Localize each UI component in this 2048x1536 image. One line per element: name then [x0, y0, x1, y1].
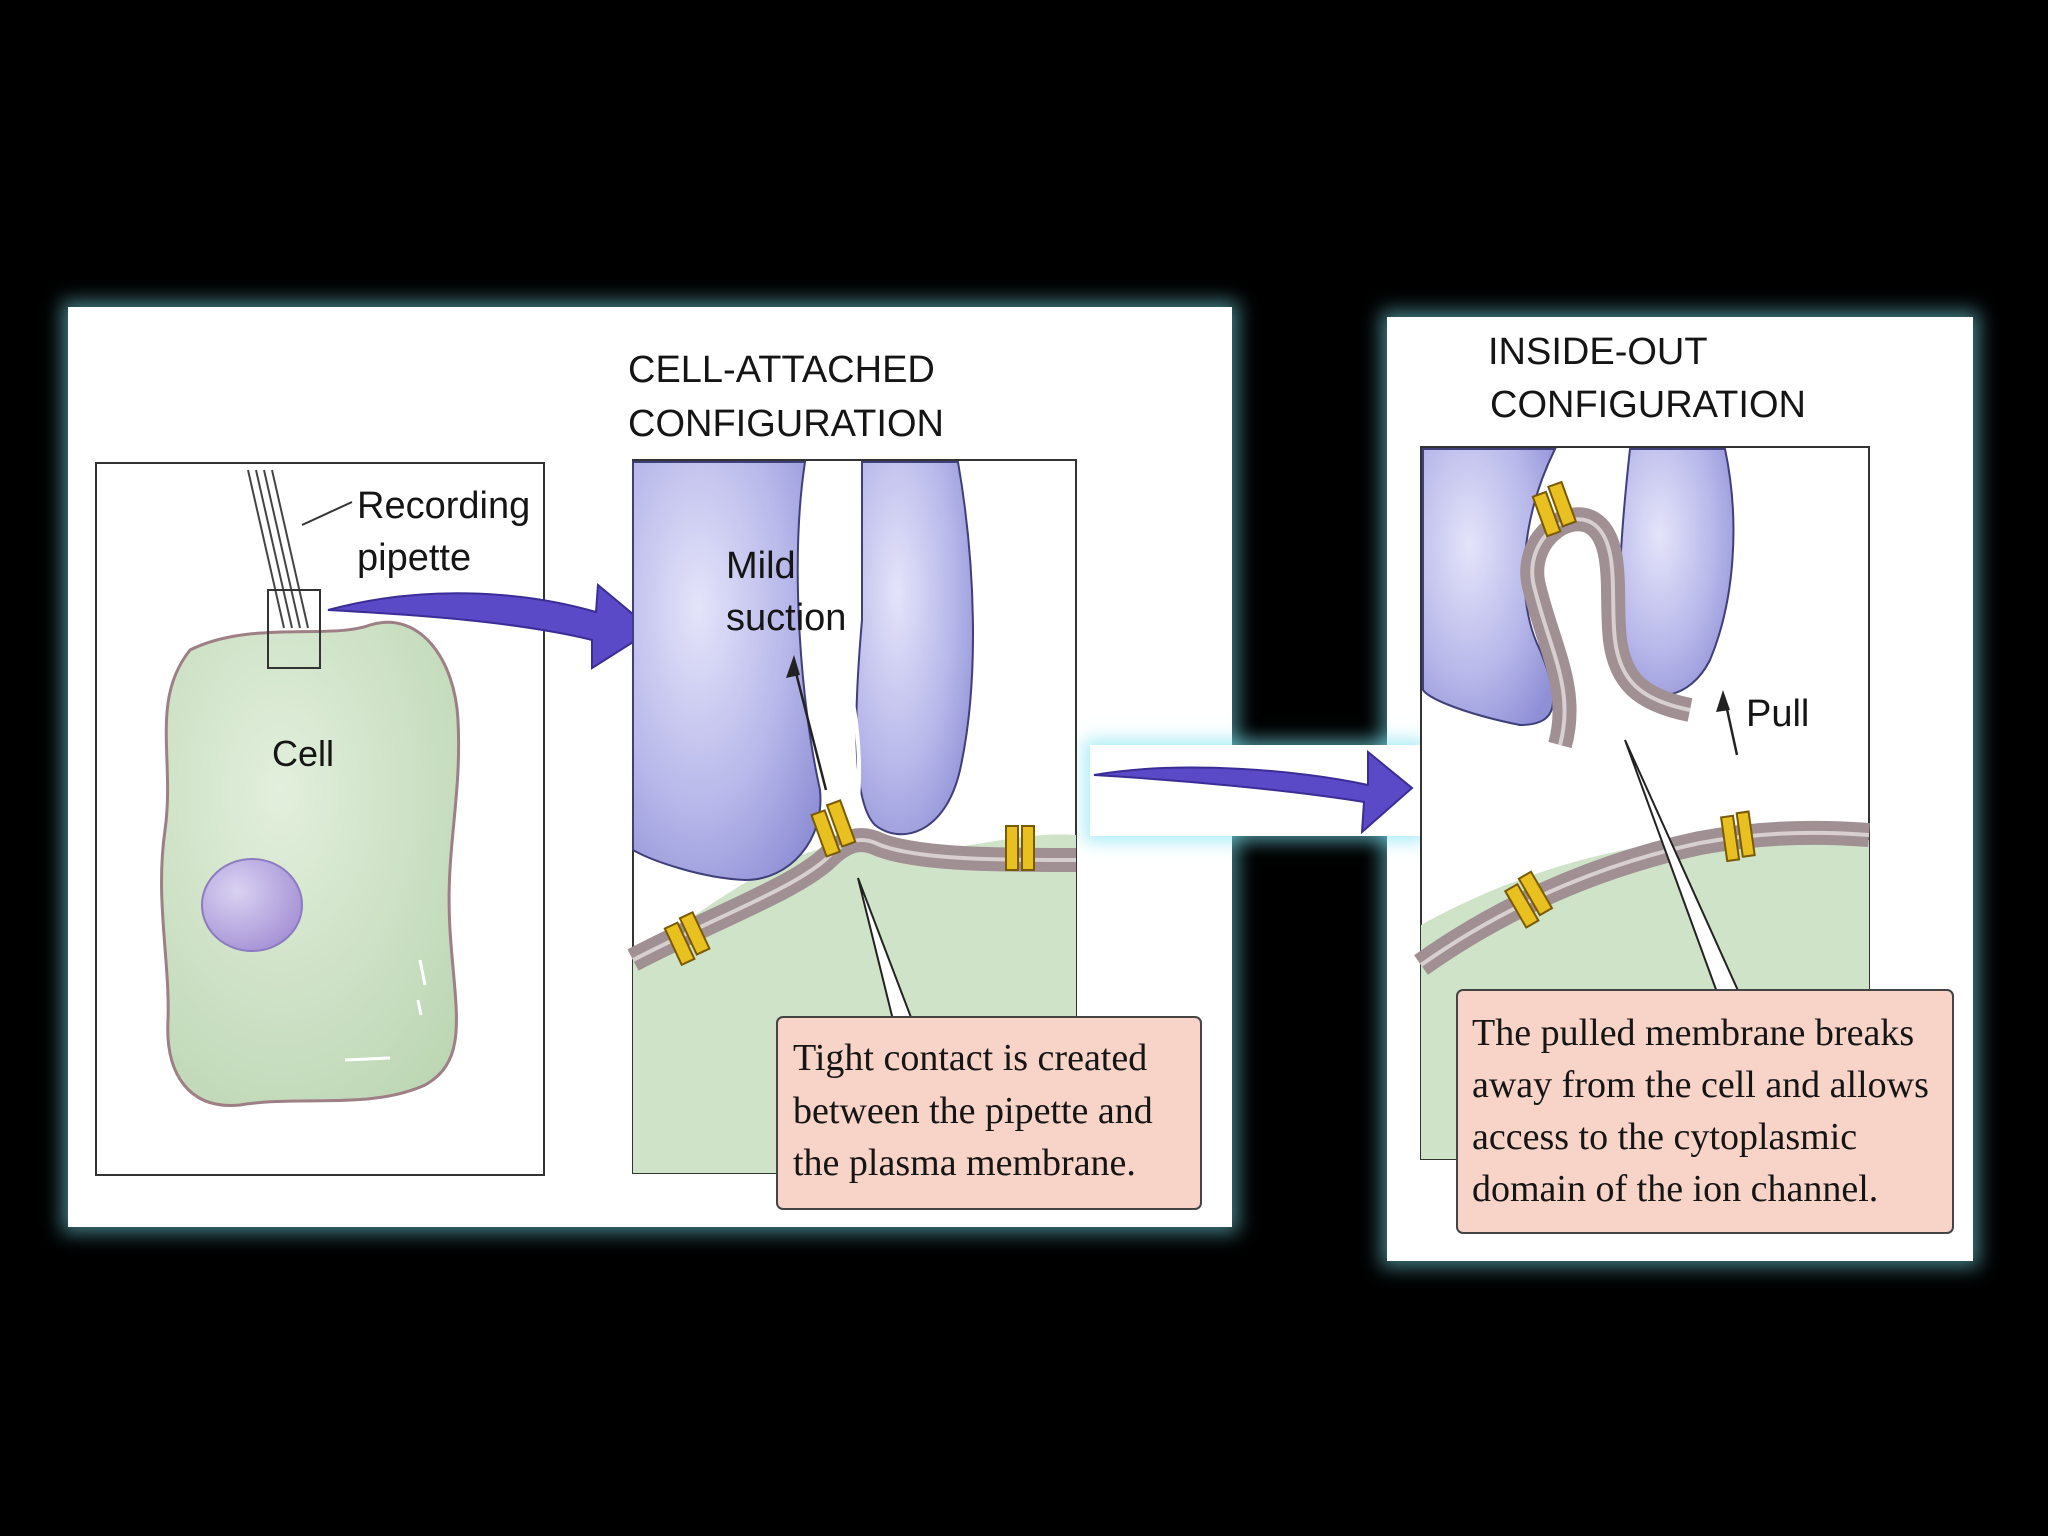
cell-attached-title-line1: CELL-ATTACHED: [628, 349, 935, 391]
ion-channel-5: [1719, 810, 1756, 863]
tight-contact-line1: Tight contact is created: [793, 1037, 1147, 1079]
ion-channel-pulled: [1531, 480, 1578, 538]
mild-label-line1: Mild: [726, 545, 796, 587]
ion-channel-4: [1503, 870, 1554, 929]
cell-label: Cell: [272, 733, 334, 774]
cell-attached-title-line2: CONFIGURATION: [628, 403, 944, 445]
mild-label-line2: suction: [726, 597, 846, 639]
pipette-line: [247, 469, 285, 629]
pull-label: Pull: [1746, 693, 1809, 735]
tight-contact-line2: between the pipette and: [793, 1090, 1153, 1132]
recording-label-line1: Recording: [357, 485, 530, 527]
pipette-wall-right: [855, 461, 974, 836]
nucleus: [201, 858, 303, 952]
zoom-region: [267, 589, 321, 669]
recording-label-line2: pipette: [357, 537, 471, 579]
tight-contact-line3: the plasma membrane.: [793, 1142, 1136, 1184]
cell-body: [160, 620, 461, 1107]
inside-out-title-line2: CONFIGURATION: [1490, 384, 1806, 426]
pulled-line3: access to the cytoplasmic: [1472, 1116, 1857, 1158]
pulled-line4: domain of the ion channel.: [1472, 1168, 1878, 1210]
ion-channel-1: [663, 911, 711, 967]
pulled-line2: away from the cell and allows: [1472, 1064, 1929, 1106]
pulled-membrane-callout: [1456, 989, 1954, 1234]
inside-out-title-line1: INSIDE-OUT: [1488, 331, 1708, 373]
tight-contact-callout: [776, 1016, 1202, 1210]
ion-channel-3: [1005, 825, 1035, 871]
arrow-to-inside-out: [1093, 749, 1414, 835]
ion-channel-2: [810, 799, 857, 858]
pulled-line1: The pulled membrane breaks: [1472, 1012, 1914, 1054]
